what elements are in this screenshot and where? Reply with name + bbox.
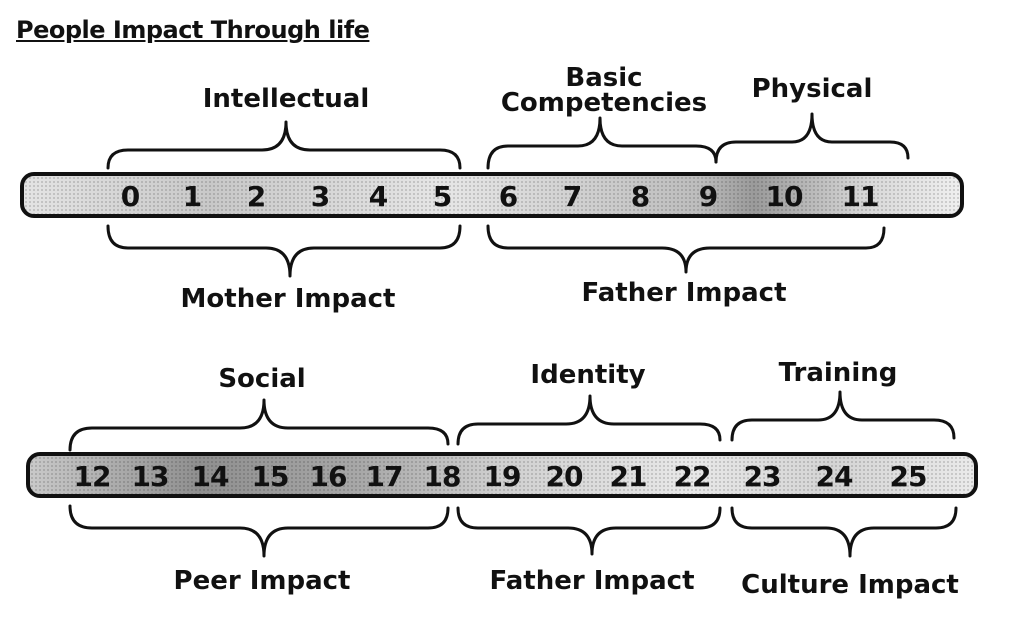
age-16: 16 (309, 460, 348, 493)
age-20: 20 (545, 460, 584, 493)
brace-peer-impact (68, 504, 450, 558)
brace-social (68, 398, 450, 452)
age-13: 13 (131, 460, 170, 493)
label-basic-line2: Competencies (500, 87, 708, 118)
age-2: 2 (246, 180, 267, 213)
age-5: 5 (432, 180, 453, 213)
label-training: Training (778, 358, 898, 388)
label-culture-impact: Culture Impact (741, 570, 959, 600)
age-1: 1 (182, 180, 203, 213)
brace-identity (456, 394, 722, 446)
label-physical: Physical (751, 74, 873, 104)
age-12: 12 (73, 460, 112, 493)
age-9: 9 (698, 180, 719, 213)
age-19: 19 (483, 460, 522, 493)
brace-intellectual (106, 120, 462, 170)
brace-father-impact-1 (486, 224, 886, 274)
age-7: 7 (562, 180, 583, 213)
label-peer-impact: Peer Impact (173, 566, 351, 596)
label-basic-line1: Basic (565, 63, 643, 93)
timeline-bar-ages-12-25: 12 13 14 15 16 17 18 19 20 21 22 23 24 2… (26, 452, 978, 498)
bar-texture (30, 456, 974, 494)
age-21: 21 (609, 460, 648, 493)
brace-father-impact-2 (456, 506, 722, 556)
age-24: 24 (815, 460, 854, 493)
label-intellectual: Intellectual (202, 84, 370, 114)
brace-mother-impact (106, 224, 462, 278)
age-15: 15 (251, 460, 290, 493)
label-father-impact-1: Father Impact (581, 278, 787, 308)
age-10: 10 (765, 180, 804, 213)
brace-physical (714, 112, 910, 164)
label-identity: Identity (530, 360, 646, 390)
age-22: 22 (673, 460, 712, 493)
age-11: 11 (841, 180, 880, 213)
age-6: 6 (498, 180, 519, 213)
page-title: People Impact Through life (16, 16, 370, 44)
age-8: 8 (630, 180, 651, 213)
brace-culture-impact (730, 506, 958, 558)
age-18: 18 (423, 460, 462, 493)
age-25: 25 (889, 460, 928, 493)
timeline-bar-ages-0-11: 0 1 2 3 4 5 6 7 8 9 10 11 (20, 172, 964, 218)
label-mother-impact: Mother Impact (180, 284, 396, 314)
label-father-impact-2: Father Impact (489, 566, 695, 596)
age-14: 14 (191, 460, 230, 493)
label-basic-competencies: Basic Competencies (500, 63, 708, 118)
age-3: 3 (310, 180, 331, 213)
age-0: 0 (120, 180, 141, 213)
bar-texture (24, 176, 960, 214)
age-4: 4 (368, 180, 389, 213)
age-17: 17 (365, 460, 404, 493)
brace-basic-competencies (486, 116, 718, 170)
brace-training (730, 390, 956, 442)
label-social: Social (218, 364, 306, 394)
age-23: 23 (743, 460, 782, 493)
